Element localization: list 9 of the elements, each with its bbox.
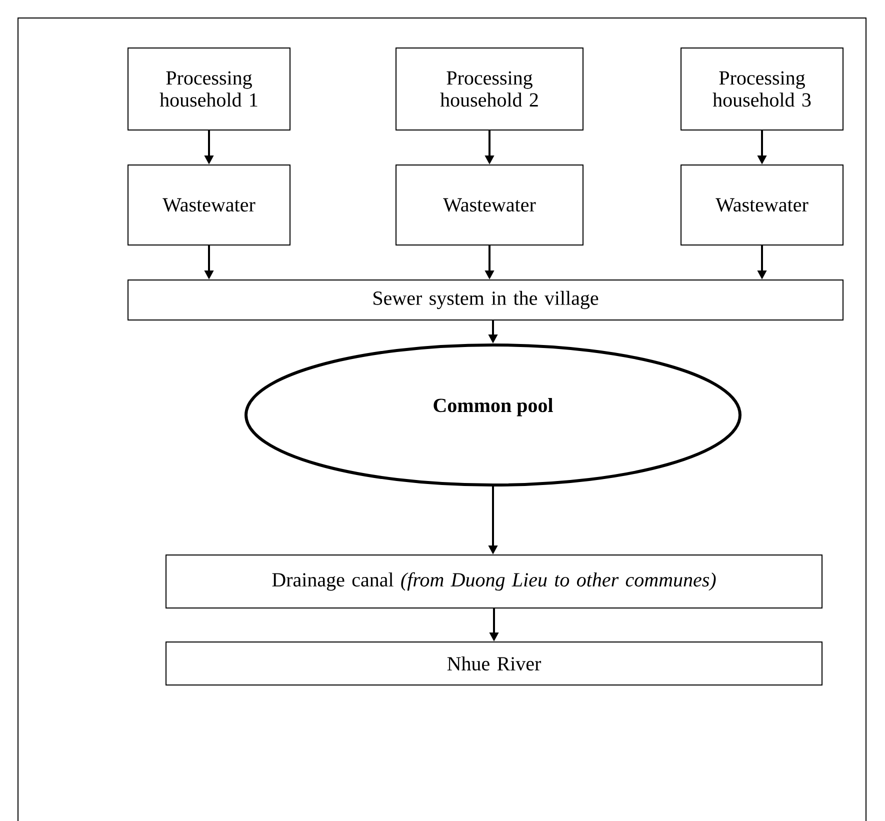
- process-box: Drainage canal (from Duong Lieu to other communes): [166, 554, 823, 608]
- process-box: Nhue River: [166, 642, 823, 686]
- process-box: Processing household 3: [680, 48, 844, 130]
- process-box: Sewer system in the village: [128, 280, 844, 320]
- process-box: Processing household 1: [128, 48, 290, 130]
- process-box: Processing household 2: [396, 48, 584, 130]
- process-box: Wastewater: [396, 164, 584, 246]
- process-box: Wastewater: [128, 164, 290, 246]
- process-box: Wastewater: [680, 164, 844, 246]
